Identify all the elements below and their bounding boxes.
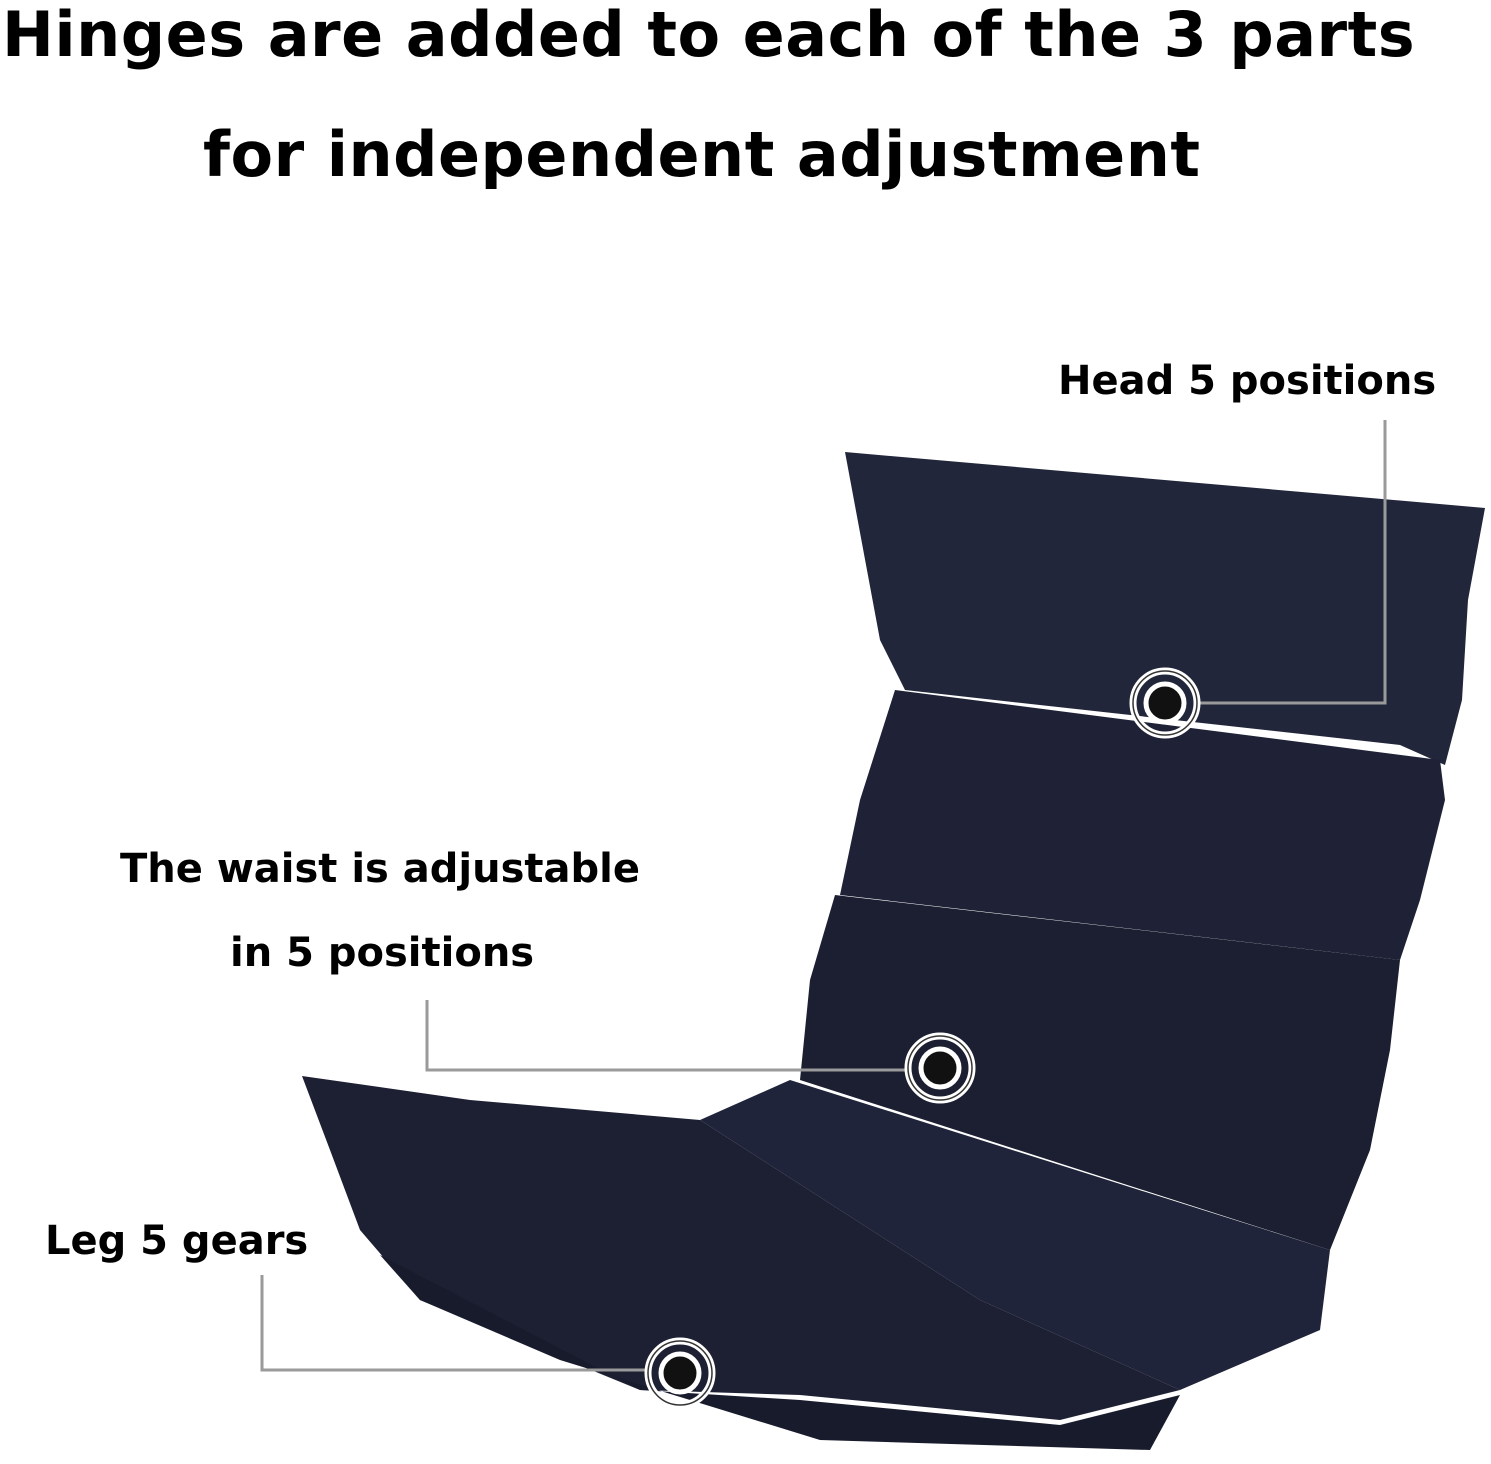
- lower-back-cushion: [800, 895, 1400, 1250]
- floor-chair: [302, 452, 1485, 1450]
- waist-callout-label-line-2: in 5 positions: [230, 930, 535, 976]
- headline-line-1: Hinges are added to each of the 3 parts: [2, 0, 1416, 71]
- upper-back-cushion: [840, 690, 1445, 960]
- headrest-cushion: [845, 452, 1485, 765]
- waist-hinge-marker: [904, 1032, 976, 1104]
- head-hinge-marker: [1129, 667, 1201, 739]
- seat-cushion: [700, 1080, 1330, 1390]
- headline-line-2: for independent adjustment: [203, 118, 1201, 191]
- leg-callout-label: Leg 5 gears: [45, 1218, 309, 1264]
- leg-hinge-marker: [644, 1337, 716, 1409]
- head-leader-line: [1200, 420, 1387, 705]
- waist-leader-line: [425, 1000, 905, 1072]
- waist-callout-label-line-1: The waist is adjustable: [120, 846, 640, 892]
- leg-leader-line: [260, 1275, 645, 1372]
- leader-lines: [260, 420, 1387, 1372]
- head-callout-label: Head 5 positions: [1058, 358, 1437, 404]
